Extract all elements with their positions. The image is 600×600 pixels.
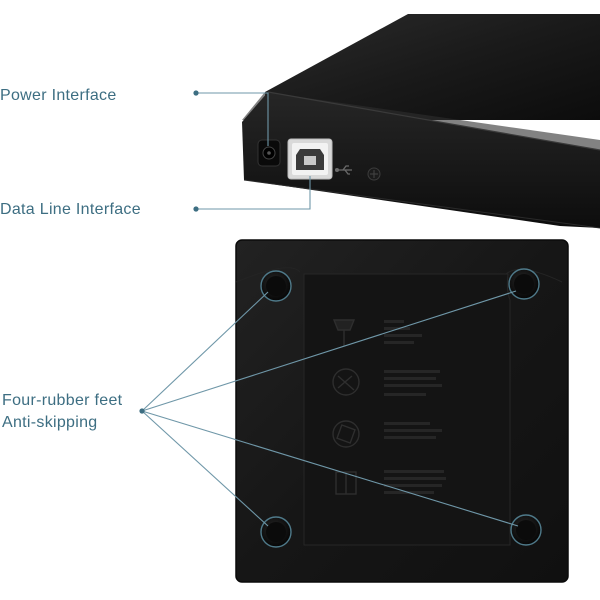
data-line-interface-label: Data Line Interface xyxy=(0,201,141,218)
regulatory-markings xyxy=(332,319,360,495)
usb-b-port xyxy=(287,138,333,180)
rubber-feet-label-line2: Anti-skipping xyxy=(2,414,98,431)
drive-rear-view xyxy=(242,14,600,229)
regulatory-fine-print xyxy=(384,320,446,494)
power-jack xyxy=(257,139,281,167)
rubber-foot-top-left xyxy=(260,270,292,302)
rubber-feet-label-line1: Four-rubber feet xyxy=(2,392,123,409)
rubber-feet-label: Four-rubber feet Anti-skipping xyxy=(2,390,122,434)
rubber-foot-bottom-left xyxy=(260,516,292,548)
power-interface-label: Power Interface xyxy=(0,87,117,104)
screw-icon xyxy=(367,167,381,181)
usb-icon xyxy=(334,165,352,175)
leader-lines xyxy=(141,92,519,527)
leader-dots xyxy=(139,90,199,414)
rubber-foot-bottom-right xyxy=(510,514,542,546)
rubber-foot-top-right xyxy=(508,268,540,300)
